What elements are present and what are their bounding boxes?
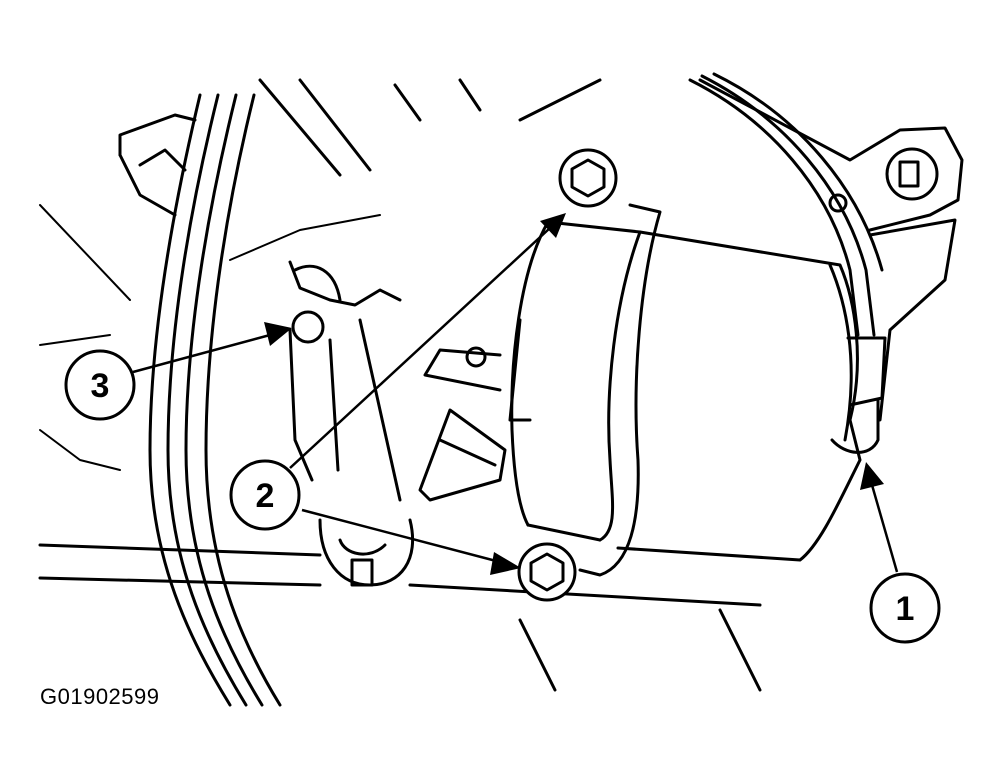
callout-3-label: 3 — [91, 367, 110, 405]
callout-3: 3 — [64, 349, 136, 421]
mounting-bracket-right — [698, 78, 964, 422]
callout-1: 1 — [869, 572, 941, 644]
callout-2: 2 — [229, 459, 301, 531]
lower-mount — [38, 518, 762, 692]
wire-lead — [688, 72, 884, 337]
upper-bolt — [558, 148, 618, 208]
callout-2-label: 2 — [256, 477, 275, 515]
leader-lines — [132, 213, 899, 575]
blower-motor — [423, 203, 887, 577]
motor-bracket-slot — [288, 260, 507, 502]
pin-fastener — [291, 310, 325, 344]
figure-id: G01902599 — [40, 684, 160, 709]
wiring-harness-left — [39, 93, 282, 707]
upper-housing — [118, 78, 602, 261]
lower-bolt — [517, 542, 577, 602]
callout-1-label: 1 — [896, 590, 915, 628]
